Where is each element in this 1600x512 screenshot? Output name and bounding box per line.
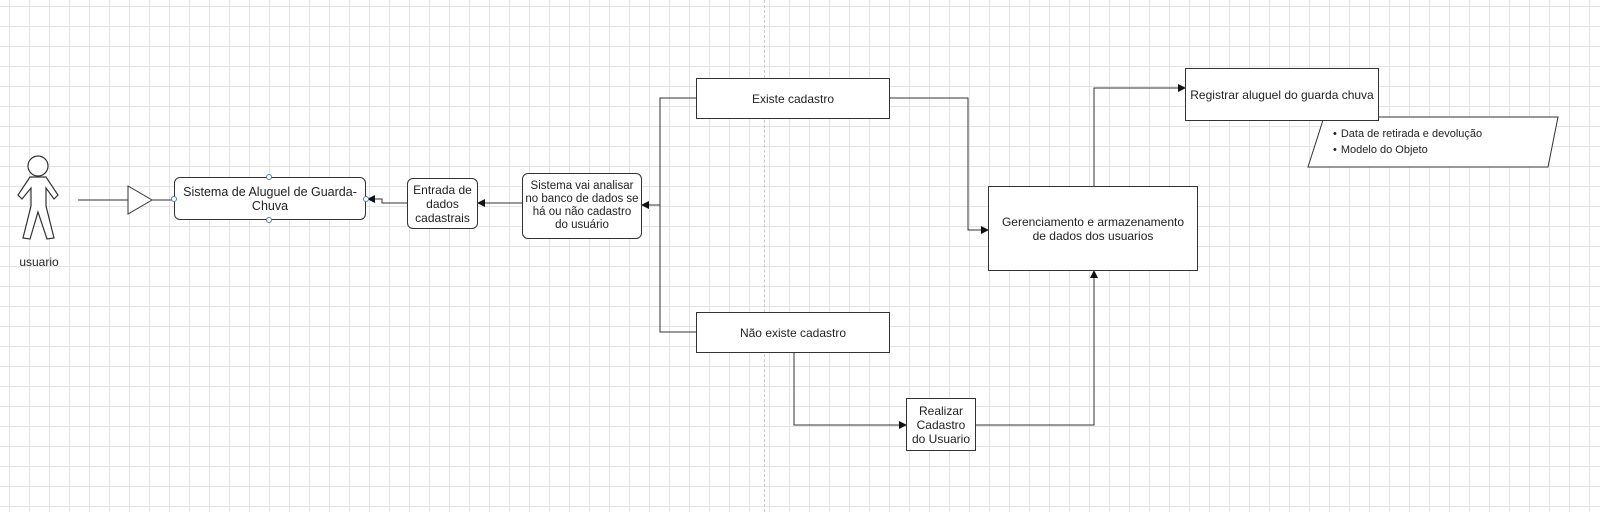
actor-label: usuario (19, 255, 59, 269)
node-registrar-aluguel[interactable]: Registrar aluguel do guarda chuva (1185, 68, 1379, 121)
connector-naoexiste-analisar (659, 205, 696, 333)
selection-handle-left[interactable] (171, 196, 177, 202)
selection-handle-top[interactable] (266, 174, 272, 180)
node-nao-existe-label: Não existe cadastro (739, 325, 847, 340)
node-registrar-label: Registrar aluguel do guarda chuva (1190, 87, 1374, 102)
selection-handle-right[interactable] (363, 196, 369, 202)
connector-existe-gerenciamento (890, 97, 989, 234)
node-existe-label: Existe cadastro (751, 91, 835, 106)
connector-realizar-gerenciamento (976, 270, 1098, 426)
data-item: Modelo do Objeto (1333, 142, 1482, 158)
connector-entrada-sistema (367, 195, 407, 204)
connector-gerenciamento-registrar (1093, 84, 1186, 186)
node-nao-existe-cadastro[interactable]: Não existe cadastro (696, 312, 890, 353)
node-gerenciamento-dados[interactable]: Gerenciamento e armazenamento de dados d… (988, 186, 1198, 271)
node-analisar-label: Sistema vai analisar no banco de dados s… (525, 180, 639, 231)
node-realizar-label: Realizar Cadastro do Usuario (911, 403, 971, 446)
connector-naoexiste-realizar (793, 352, 907, 429)
data-item: Data de retirada e devolução (1333, 126, 1482, 142)
node-realizar-cadastro[interactable]: Realizar Cadastro do Usuario (906, 398, 976, 451)
connector-existe-analisar (641, 97, 696, 209)
data-items-list: Data de retirada e devolução Modelo do O… (1333, 126, 1482, 158)
node-sistema-label: Sistema de Aluguel de Guarda-Chuva (183, 184, 357, 213)
node-sistema-aluguel[interactable]: Sistema de Aluguel de Guarda-Chuva (174, 177, 366, 220)
node-existe-cadastro[interactable]: Existe cadastro (696, 78, 890, 119)
node-entrada-label: Entrada de dados cadastrais (413, 182, 472, 225)
page-break-divider (764, 0, 765, 512)
selection-handle-bottom[interactable] (266, 217, 272, 223)
node-analisar-banco[interactable]: Sistema vai analisar no banco de dados s… (522, 173, 642, 239)
triangle-symbol-icon (127, 185, 153, 215)
node-gerenciamento-label: Gerenciamento e armazenamento de dados d… (1001, 214, 1185, 243)
actor-figure-icon[interactable] (17, 155, 59, 240)
node-entrada-dados[interactable]: Entrada de dados cadastrais (407, 178, 478, 229)
